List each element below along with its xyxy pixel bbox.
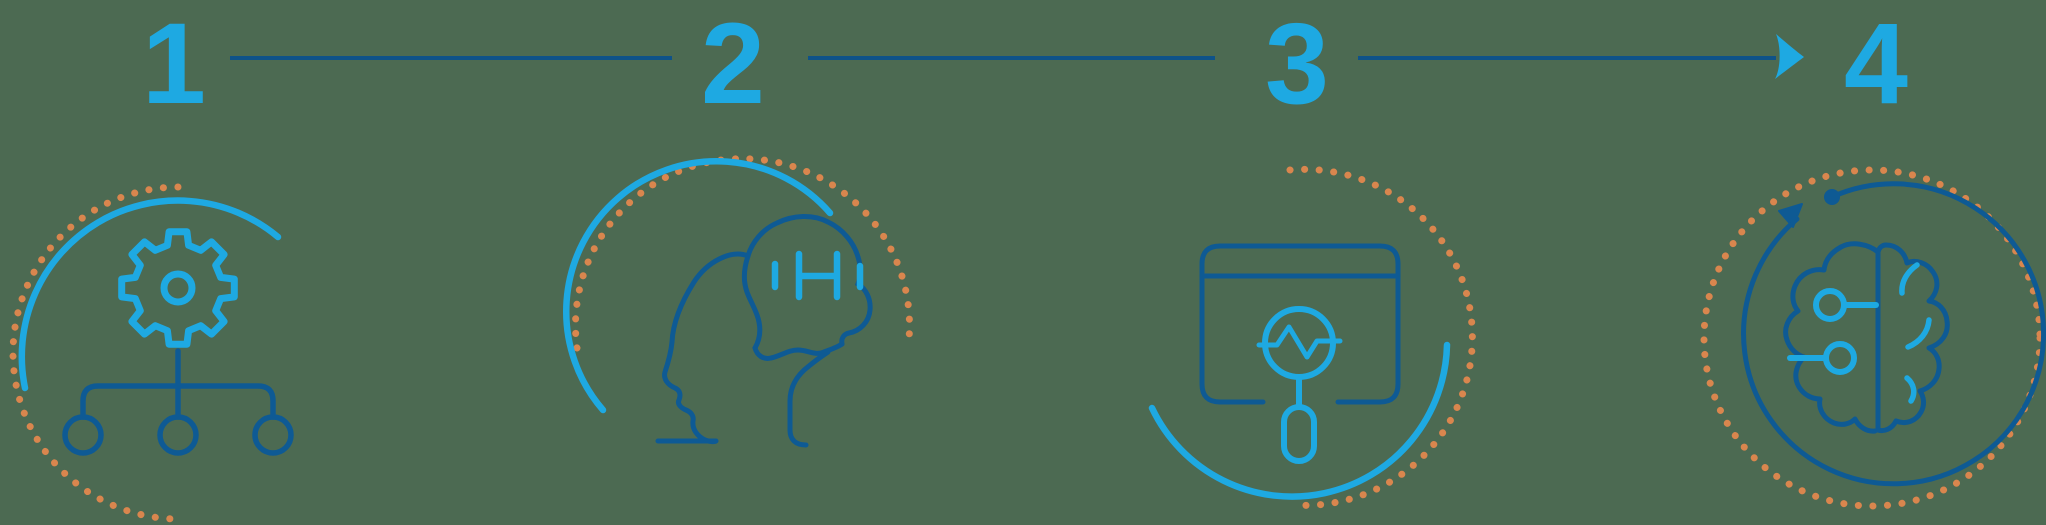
head-dumbbell-icon bbox=[563, 155, 913, 448]
gyrus-line-middle bbox=[1905, 317, 1932, 350]
thought-bubble-top bbox=[745, 214, 873, 347]
dotted-arc bbox=[572, 155, 913, 352]
pulse-line bbox=[1256, 324, 1343, 360]
step-number-2: 2 bbox=[701, 0, 765, 128]
gear-outline bbox=[118, 228, 238, 348]
step-number-4: 4 bbox=[1844, 0, 1908, 128]
hierarchy-node-left bbox=[62, 414, 104, 456]
gyrus-line-bottom bbox=[1904, 375, 1917, 404]
cycle-dot bbox=[1824, 189, 1840, 205]
dotted-circle bbox=[1700, 166, 2044, 510]
gear-hierarchy-icon bbox=[9, 183, 294, 523]
cyan-arc bbox=[563, 157, 834, 414]
face-profile bbox=[655, 251, 751, 445]
step-number-3: 3 bbox=[1265, 0, 1329, 128]
circuit-node-lower bbox=[1823, 341, 1857, 375]
brain-circuit-icon bbox=[1700, 166, 2046, 510]
dumbbell-icon bbox=[771, 250, 864, 301]
magnifier-handle bbox=[1281, 404, 1317, 464]
dotted-arc bbox=[1286, 165, 1476, 509]
gear-hub bbox=[160, 270, 196, 306]
brain-outline bbox=[1783, 241, 1950, 434]
dotted-arc bbox=[9, 183, 184, 523]
hierarchy-node-right bbox=[252, 414, 294, 456]
browser-window bbox=[1199, 243, 1401, 405]
cyan-arc bbox=[1148, 341, 1451, 500]
thought-bubble-bottom bbox=[742, 253, 845, 361]
neck-back bbox=[787, 349, 831, 448]
circuit-node-upper bbox=[1813, 288, 1847, 322]
hierarchy-node-center bbox=[157, 414, 199, 456]
step-number-1: 1 bbox=[142, 0, 206, 128]
arrowhead-icon bbox=[1775, 34, 1804, 79]
cycle-circle bbox=[1741, 181, 2046, 487]
hierarchy-lines bbox=[80, 348, 276, 420]
cycle-arrowhead bbox=[1778, 203, 1803, 228]
window-magnifier-icon bbox=[1148, 165, 1476, 509]
cyan-arc bbox=[18, 197, 282, 392]
gyrus-line-top bbox=[1899, 262, 1920, 296]
